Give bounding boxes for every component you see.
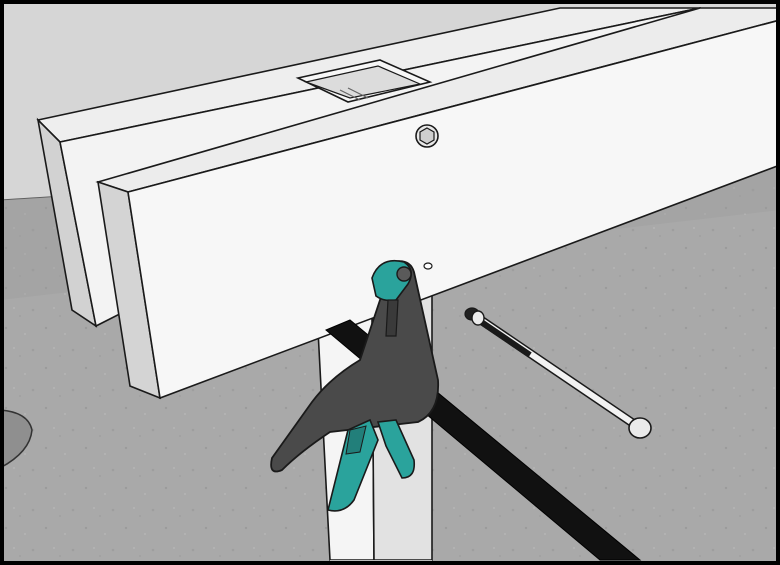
beam-bolt-head: [416, 125, 438, 147]
bolt-hole: [424, 263, 432, 269]
